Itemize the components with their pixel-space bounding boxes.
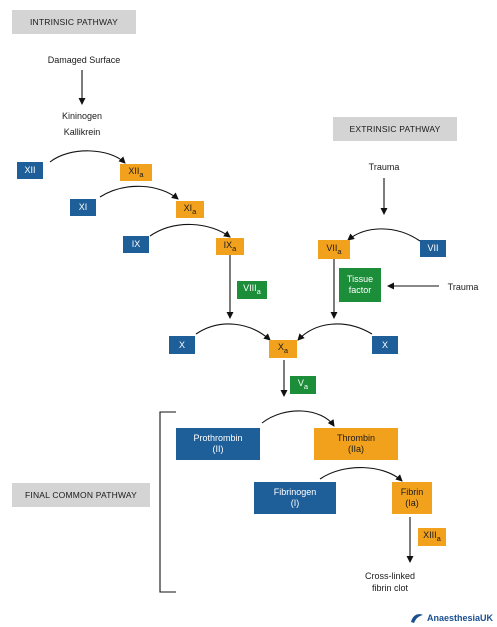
trauma-top-label: Trauma	[368, 162, 400, 172]
arrow-x-right-to-xa	[297, 323, 373, 341]
arrow-ix-to-ixa	[149, 223, 231, 238]
tissue-factor-line1: Tissue	[346, 274, 374, 284]
factor-ix-label: IX	[131, 239, 141, 249]
factor-xiia-label: XIIa	[128, 165, 144, 179]
factor-xia-label: XIa	[183, 202, 197, 216]
final-common-pathway-header: FINAL COMMON PATHWAY	[12, 483, 150, 507]
thrombin-label: Thrombin	[336, 433, 375, 443]
factor-viia-label: VIIa	[326, 242, 342, 256]
tissue-factor-box: Tissue factor	[339, 268, 381, 302]
factor-xi-label: XI	[78, 202, 88, 212]
extrinsic-pathway-header: EXTRINSIC PATHWAY	[333, 117, 457, 141]
arrow-xi-to-xia	[99, 185, 179, 200]
arrow-x-left-to-xa	[195, 323, 271, 341]
arrow-fibrinogen-to-fibrin	[319, 467, 403, 482]
fibrin-roman: (Ia)	[405, 498, 419, 508]
clot-label-line2: fibrin clot	[371, 583, 408, 593]
fibrinogen-roman: (I)	[290, 498, 300, 508]
fibrin-label: Fibrin	[400, 487, 424, 497]
prothrombin-label: Prothrombin	[193, 433, 243, 443]
factor-xiiia-label: XIIIa	[423, 530, 441, 543]
fibrinogen-label: Fibrinogen	[273, 487, 317, 497]
factor-x-right-label: X	[381, 339, 388, 350]
factor-vii-box: VII	[420, 240, 446, 257]
factor-ixa-box: IXa	[216, 238, 244, 255]
thrombin-roman: (IIa)	[347, 444, 364, 454]
factor-viiia-box: VIIIa	[237, 281, 267, 299]
kallikrein-label: Kallikrein	[63, 127, 101, 137]
logo-text: AnaesthesiaUK	[426, 613, 493, 623]
anaesthesia-uk-logo-icon	[410, 614, 423, 623]
fibrin-box: Fibrin (Ia)	[392, 482, 432, 514]
kininogen-label: Kininogen	[61, 111, 103, 121]
factor-ix-box: IX	[123, 236, 149, 253]
factor-viia-box: VIIa	[318, 240, 350, 259]
arrow-prothrombin-to-thrombin	[261, 410, 335, 427]
factor-xiiia-box: XIIIa	[418, 528, 446, 546]
arrow-xii-to-xiia	[49, 150, 126, 164]
arrow-vii-to-viia	[347, 228, 421, 242]
trauma-side-label: Trauma	[447, 282, 479, 292]
factor-xi-box: XI	[70, 199, 96, 216]
fibrinogen-box: Fibrinogen (I)	[254, 482, 336, 514]
factor-ixa-label: IXa	[223, 239, 237, 253]
anaesthesia-uk-logo: AnaesthesiaUK	[410, 612, 493, 624]
factor-vii-label: VII	[427, 243, 439, 253]
factor-x-left-box: X	[169, 336, 195, 354]
factor-xii-box: XII	[17, 162, 43, 179]
factor-xiia-box: XIIa	[120, 164, 152, 181]
clot-label-line1: Cross-linked	[364, 571, 415, 581]
factor-xa-label: Xa	[277, 342, 289, 355]
intrinsic-pathway-header: INTRINSIC PATHWAY	[12, 10, 136, 34]
thrombin-box: Thrombin (IIa)	[314, 428, 398, 460]
factor-x-right-box: X	[372, 336, 398, 354]
factor-xia-box: XIa	[176, 201, 204, 218]
damaged-surface-label: Damaged Surface	[47, 55, 121, 65]
prothrombin-roman: (II)	[212, 444, 224, 454]
prothrombin-box: Prothrombin (II)	[176, 428, 260, 460]
tissue-factor-line2: factor	[348, 285, 372, 295]
factor-viiia-label: VIIIa	[243, 283, 261, 296]
factor-xii-label: XII	[24, 165, 36, 175]
factor-va-box: Va	[290, 376, 316, 394]
factor-xa-box: Xa	[269, 340, 297, 358]
common-pathway-bracket	[159, 411, 176, 593]
factor-va-label: Va	[297, 378, 309, 391]
factor-x-left-label: X	[178, 339, 185, 350]
